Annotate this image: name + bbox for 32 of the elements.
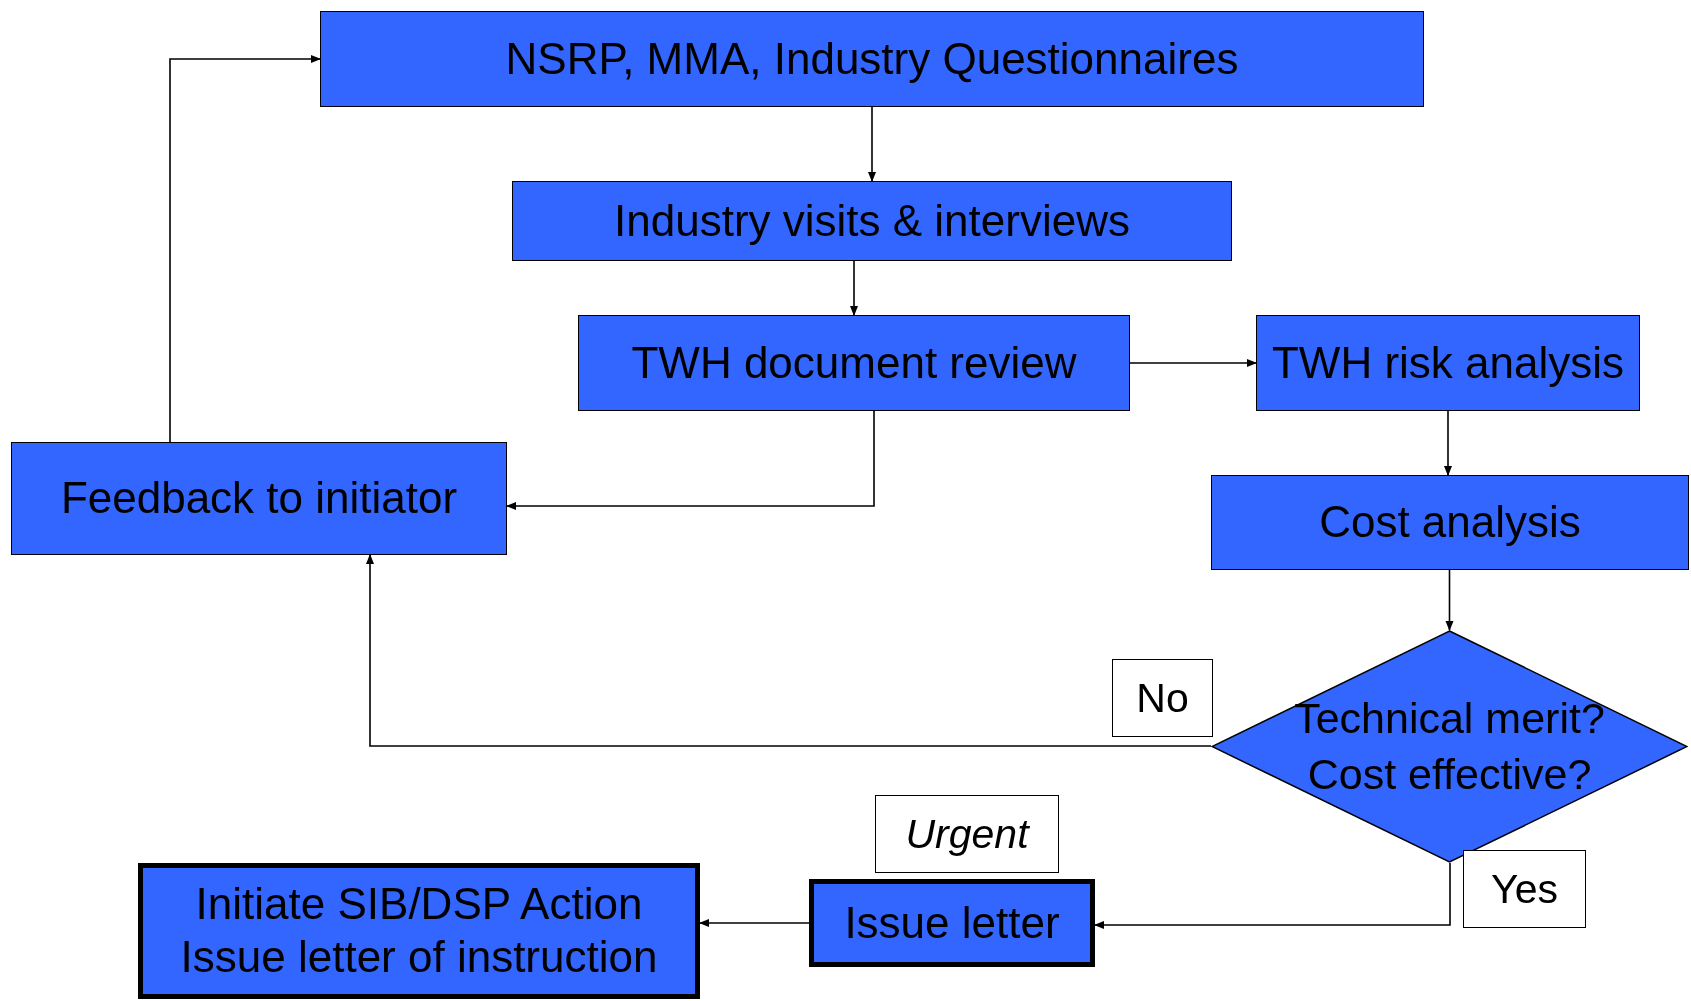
arrow	[868, 106, 876, 182]
process-box	[1256, 315, 1640, 411]
arrow	[1444, 410, 1452, 476]
process-box	[138, 863, 700, 999]
node-label: NSRP, MMA, Industry Questionnaires	[505, 32, 1239, 85]
node-label: Feedback to initiator	[60, 472, 458, 525]
node-label: Technical merit? Cost effective?	[1293, 692, 1606, 800]
node-label: Issue letter of instruction	[180, 931, 658, 983]
note-label: Urgent	[875, 795, 1059, 873]
process-box	[809, 879, 1095, 967]
process-box	[578, 315, 1130, 411]
arrow	[169, 55, 321, 443]
edge-label: No	[1112, 659, 1213, 737]
decision-diamond	[1211, 630, 1688, 863]
node-label: TWH risk analysis	[1272, 336, 1624, 389]
arrow	[1445, 569, 1454, 631]
arrow	[699, 919, 810, 927]
node-label: Initiate SIB/DSP Action	[195, 878, 643, 931]
arrow	[1094, 862, 1451, 929]
node-label: Issue letter	[844, 896, 1060, 949]
arrow	[506, 410, 875, 510]
node-label: Industry visits & interviews	[614, 194, 1130, 247]
arrow	[850, 260, 858, 316]
node-label: Cost analysis	[1319, 496, 1581, 549]
edge-label: Yes	[1463, 850, 1586, 928]
process-box	[1211, 475, 1689, 570]
node-label: TWH document review	[631, 336, 1077, 389]
process-box	[320, 11, 1424, 107]
arrow	[366, 554, 1212, 747]
arrow	[1129, 359, 1257, 367]
process-box	[11, 442, 507, 555]
process-box	[512, 181, 1232, 261]
